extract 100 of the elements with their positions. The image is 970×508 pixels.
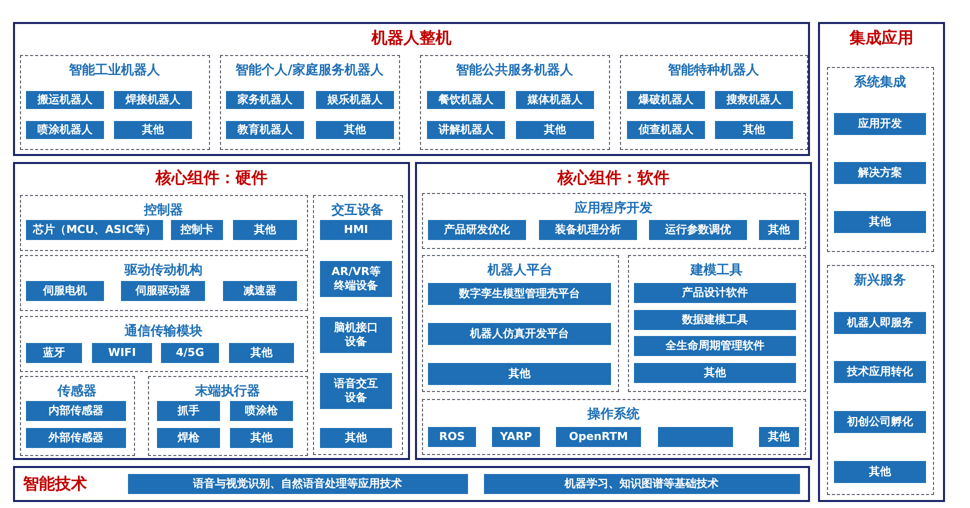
category-tile: 产品研发优化 — [428, 220, 526, 240]
group-title: 通信传输模块 — [124, 322, 204, 340]
group-title: 智能工业机器人 — [68, 62, 161, 78]
category-tile: 控制卡 — [171, 220, 223, 240]
group-panel — [620, 54, 808, 150]
group-title: 末端执行器 — [194, 382, 261, 400]
category-tile: 机器学习、知识图谱等基础技术 — [484, 474, 800, 494]
category-tile: 其他 — [759, 220, 799, 240]
group-title: 应用程序开发 — [573, 200, 654, 216]
category-tile: 讲解机器人 — [427, 121, 505, 139]
category-tile: OpenRTM — [556, 427, 641, 447]
category-tile: 其他 — [229, 343, 294, 363]
category-tile: 其他 — [320, 428, 392, 448]
category-tile: 喷涂机器人 — [26, 121, 104, 139]
group-title: 智能公共服务机器人 — [455, 62, 574, 78]
category-tile: 脑机接口设备 — [320, 317, 392, 353]
section-panel — [818, 22, 945, 502]
group-panel — [420, 54, 610, 150]
group-panel — [422, 398, 806, 454]
group-title: 智能特种机器人 — [667, 62, 760, 78]
category-tile: 产品设计软件 — [634, 283, 796, 303]
section-title: 智能技术 — [23, 474, 87, 495]
group-title: 智能个人/家庭服务机器人 — [234, 62, 384, 78]
section-title: 机器人整机 — [370, 28, 452, 49]
section-panel — [13, 466, 810, 502]
category-tile: 芯片（MCU、ASIC等） — [26, 220, 163, 240]
category-tile: 4/5G — [161, 343, 219, 363]
category-tile: 减速器 — [223, 281, 297, 301]
category-tile: 搬运机器人 — [26, 91, 104, 109]
category-tile: 其他 — [759, 427, 799, 447]
category-tile: 其他 — [230, 428, 293, 448]
group-title: 机器人平台 — [486, 262, 554, 278]
group-title: 控制器 — [142, 202, 184, 218]
group-title: 系统集成 — [853, 74, 907, 90]
category-tile: 运行参数调优 — [649, 220, 747, 240]
section-title: 核心组件：硬件 — [154, 168, 268, 189]
category-tile: 初创公司孵化 — [834, 411, 926, 433]
group-panel — [148, 376, 308, 456]
category-tile: 数字孪生模型管理壳平台 — [428, 283, 611, 305]
group-title: 新兴服务 — [853, 272, 907, 288]
group-panel — [826, 66, 934, 252]
group-title: 建模工具 — [688, 262, 744, 278]
category-tile: 伺服电机 — [26, 281, 104, 301]
category-tile: 技术应用转化 — [834, 361, 926, 383]
category-tile: 抓手 — [157, 401, 220, 421]
section-panel — [13, 22, 810, 156]
category-tile: 外部传感器 — [26, 428, 126, 448]
category-tile: WIFI — [92, 343, 152, 363]
category-tile: 媒体机器人 — [516, 91, 594, 109]
category-tile: 爆破机器人 — [627, 91, 705, 109]
group-panel — [422, 254, 618, 392]
section-panel — [415, 162, 812, 460]
category-tile: 数据建模工具 — [634, 310, 796, 330]
category-tile: AR/VR等终端设备 — [320, 261, 392, 297]
category-tile: 其他 — [834, 211, 926, 233]
category-tile: 其他 — [428, 363, 611, 385]
group-title: 操作系统 — [586, 406, 640, 422]
category-tile: YARP — [492, 427, 540, 447]
category-tile: 餐饮机器人 — [427, 91, 505, 109]
group-panel — [628, 254, 806, 392]
blank-tile — [658, 427, 733, 447]
category-tile: 教育机器人 — [226, 121, 304, 139]
category-tile: 机器人即服务 — [834, 312, 926, 334]
category-tile: HMI — [320, 220, 392, 240]
group-panel — [20, 254, 308, 310]
category-tile: 搜救机器人 — [715, 91, 793, 109]
category-tile: 全生命周期管理软件 — [634, 336, 796, 356]
section-title: 集成应用 — [848, 28, 914, 49]
section-panel — [13, 162, 410, 460]
group-panel — [220, 54, 400, 150]
category-tile: 其他 — [114, 121, 192, 139]
category-tile: 其他 — [316, 121, 394, 139]
group-panel — [20, 376, 134, 456]
group-panel — [826, 264, 934, 494]
category-tile: 家务机器人 — [226, 91, 304, 109]
category-tile: ROS — [428, 427, 476, 447]
group-panel — [20, 316, 308, 372]
section-title: 核心组件：软件 — [556, 168, 670, 189]
group-title: 驱动传动机构 — [123, 262, 204, 278]
category-tile: 应用开发 — [834, 113, 926, 135]
group-panel — [422, 192, 806, 248]
category-tile: 伺服驱动器 — [121, 281, 205, 301]
category-tile: 其他 — [516, 121, 594, 139]
category-tile: 侦查机器人 — [627, 121, 705, 139]
category-tile: 装备机理分析 — [539, 220, 637, 240]
category-tile: 语音与视觉识别、自然语音处理等应用技术 — [128, 474, 468, 494]
group-panel — [20, 54, 210, 150]
category-tile: 焊接机器人 — [114, 91, 192, 109]
category-tile: 内部传感器 — [26, 401, 126, 421]
group-title: 传感器 — [56, 382, 98, 400]
category-tile: 焊枪 — [157, 428, 220, 448]
category-tile: 解决方案 — [834, 162, 926, 184]
category-tile: 其他 — [715, 121, 793, 139]
category-tile: 其他 — [233, 220, 297, 240]
category-tile: 喷涂枪 — [230, 401, 293, 421]
group-panel — [312, 194, 402, 454]
category-tile: 其他 — [634, 363, 796, 383]
category-tile: 其他 — [834, 461, 926, 483]
category-tile: 娱乐机器人 — [316, 91, 394, 109]
category-tile: 蓝牙 — [26, 343, 82, 363]
